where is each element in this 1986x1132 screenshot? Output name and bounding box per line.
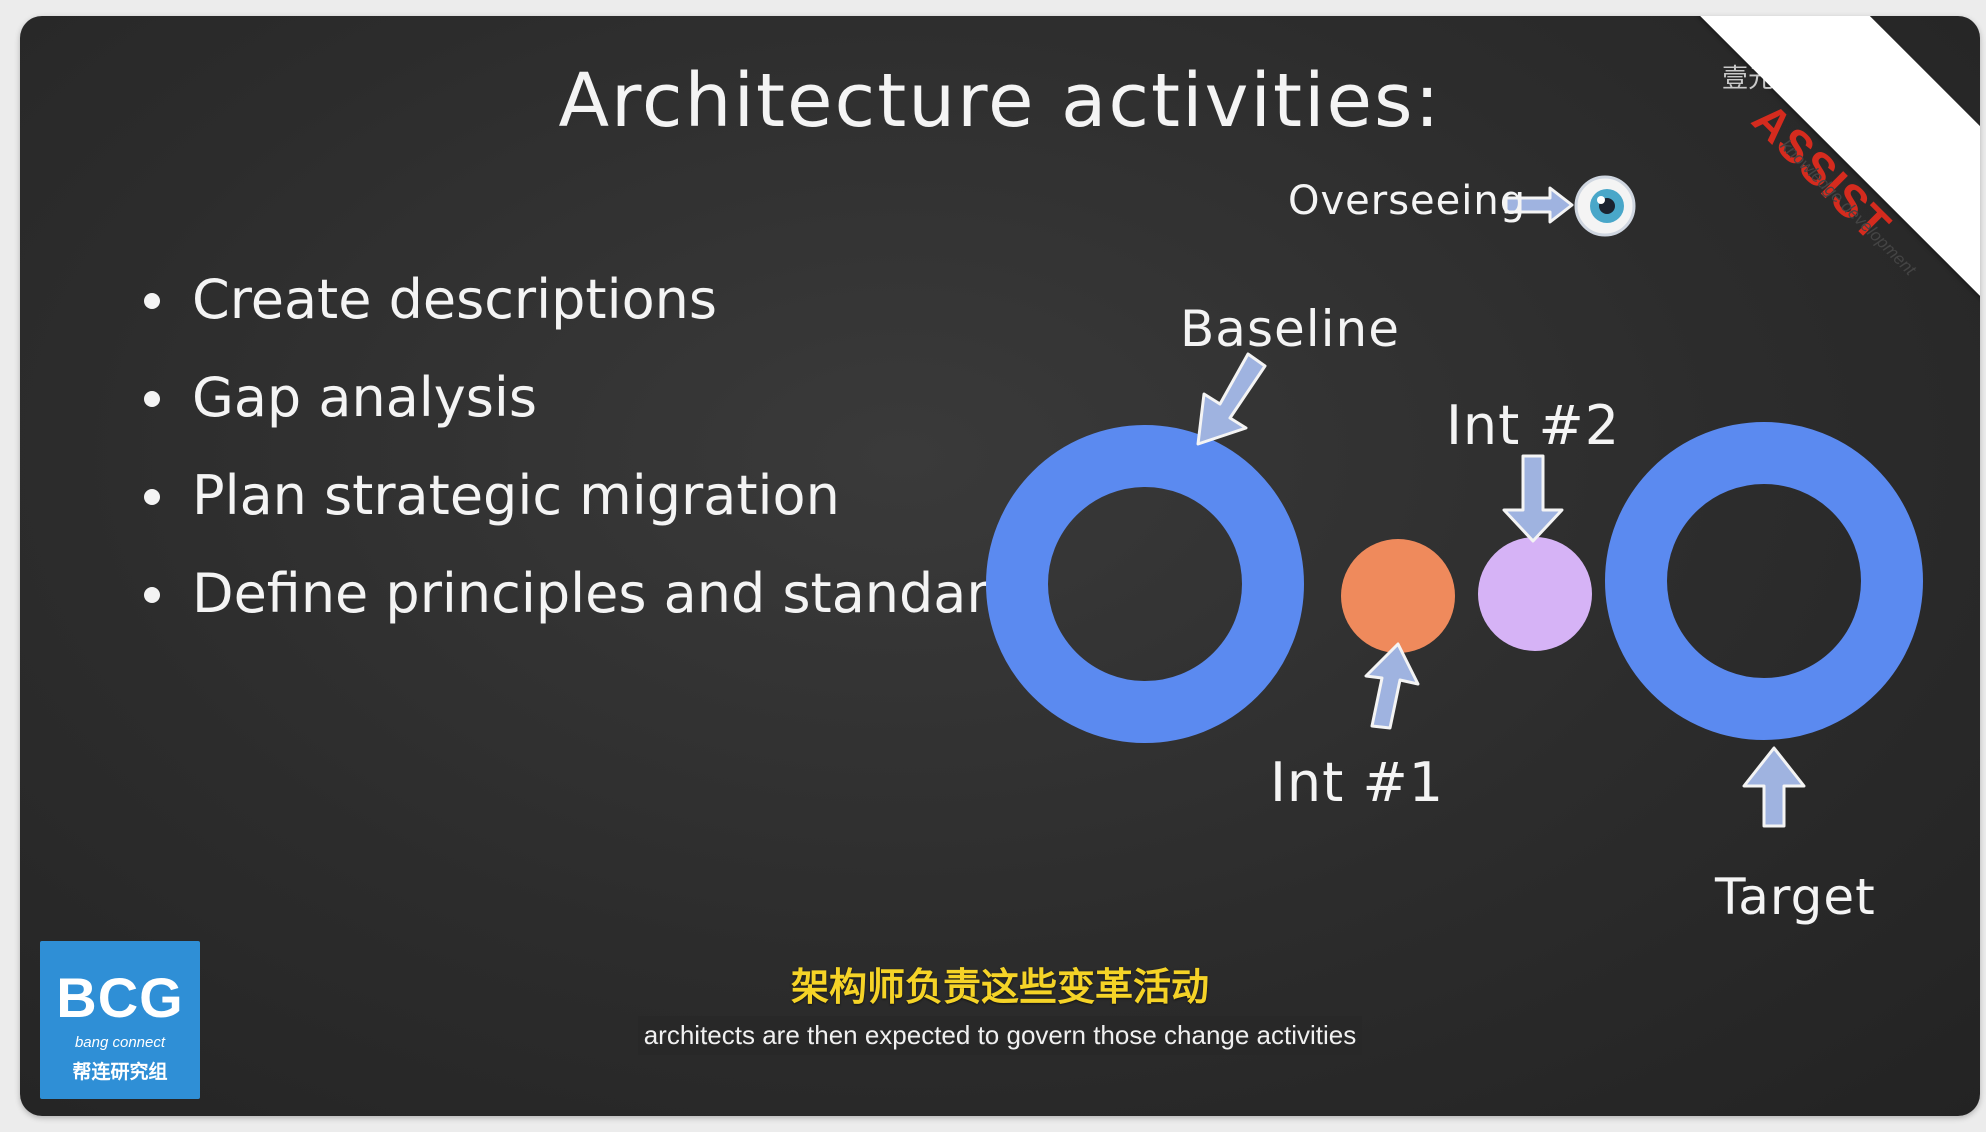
baseline-label: Baseline — [1180, 300, 1400, 358]
banner-watermark: 壹元创造 — [1722, 63, 1827, 93]
activity-list: Create descriptions Gap analysis Plan st… — [130, 251, 1050, 643]
target-arrow — [1742, 746, 1806, 828]
list-item-text: Plan strategic migration — [192, 464, 840, 527]
int1-label: Int #1 — [1270, 751, 1445, 814]
subtitle-english-wrap: architects are then expected to govern t… — [20, 1016, 1980, 1055]
bullet-dot — [144, 587, 160, 603]
target-ring — [1605, 422, 1923, 740]
logo-subtext: bang connect — [74, 1034, 166, 1051]
int2-label: Int #2 — [1446, 394, 1621, 457]
migration-diagram — [986, 175, 1923, 828]
subtitle-english: architects are then expected to govern t… — [637, 1016, 1363, 1055]
list-item-text: Define principles and standards — [192, 562, 1051, 625]
list-item: Plan strategic migration — [130, 447, 1050, 545]
list-item-text: Gap analysis — [192, 366, 538, 429]
logo-chinese: 帮连研究组 — [72, 1062, 168, 1083]
baseline-ring — [986, 425, 1304, 743]
bullet-dot — [144, 489, 160, 505]
list-item-text: Create descriptions — [192, 268, 717, 331]
assist-banner: ASSIST knowledge development 壹元创造 — [1690, 16, 1980, 306]
list-item: Gap analysis — [130, 349, 1050, 447]
target-label: Target — [1715, 868, 1876, 926]
logo-text: BCG — [56, 966, 184, 1029]
video-frame[interactable]: Architecture activities: Create descript… — [20, 16, 1980, 1116]
int1-arrow — [1364, 642, 1420, 730]
slide-title: Architecture activities: — [558, 58, 1442, 144]
int2-arrow — [1502, 454, 1564, 543]
int2-circle — [1478, 537, 1592, 651]
subtitle-chinese: 架构师负责这些变革活动 — [790, 965, 1209, 1009]
bullet-dot — [144, 293, 160, 309]
bullet-dot — [144, 391, 160, 407]
int1-circle — [1341, 539, 1455, 653]
overseeing-arrow — [1504, 186, 1574, 224]
list-item: Define principles and standards — [130, 545, 1050, 643]
overseeing-label: Overseeing — [1288, 178, 1527, 224]
bcg-logo: BCG bang connect 帮连研究组 — [40, 941, 200, 1099]
eye-icon — [1574, 175, 1636, 237]
list-item: Create descriptions — [130, 251, 1050, 349]
baseline-arrow — [1196, 352, 1267, 446]
